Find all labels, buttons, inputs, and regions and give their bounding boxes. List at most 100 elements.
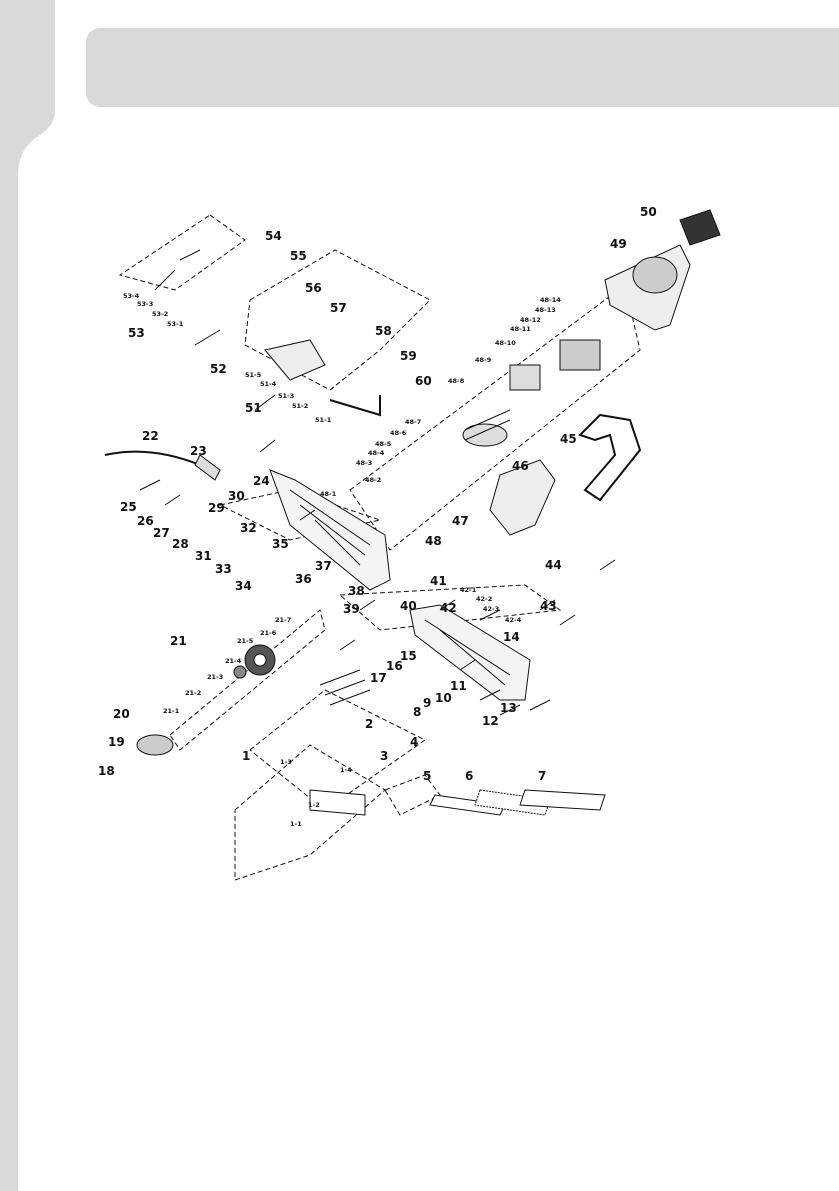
label-39: 39 (343, 602, 360, 616)
label-41: 41 (430, 574, 447, 588)
exploded-parts-diagram: 54 55 56 57 58 59 60 53 52 51 50 49 45 4… (98, 205, 721, 881)
label-55: 55 (290, 249, 307, 263)
label-44: 44 (545, 558, 562, 572)
label-42-4: 42-4 (505, 616, 522, 624)
label-48: 48 (425, 534, 442, 548)
label-3: 3 (380, 749, 388, 763)
label-54: 54 (265, 229, 282, 243)
cover-plate (679, 209, 721, 246)
label-18: 18 (98, 764, 115, 778)
label-51-4: 51-4 (260, 380, 277, 388)
side-tab (0, 0, 55, 1191)
label-11: 11 (450, 679, 467, 693)
label-2: 2 (365, 717, 373, 731)
label-1-3: 1-3 (280, 758, 292, 766)
label-53-4: 53-4 (123, 292, 140, 300)
sprocket-cover (309, 789, 366, 816)
housing-right (409, 604, 531, 701)
label-56: 56 (305, 281, 322, 295)
label-51-5: 51-5 (245, 371, 262, 379)
label-31: 31 (195, 549, 212, 563)
label-29: 29 (208, 501, 225, 515)
label-12: 12 (482, 714, 499, 728)
label-60: 60 (415, 374, 432, 388)
label-48-3: 48-3 (356, 459, 372, 467)
label-26: 26 (137, 514, 154, 528)
label-4: 4 (410, 735, 418, 749)
rear-handle (489, 459, 556, 536)
label-25: 25 (120, 500, 137, 514)
label-48-10: 48-10 (495, 339, 516, 347)
label-51-3: 51-3 (278, 392, 294, 400)
label-48-14: 48-14 (540, 296, 561, 304)
label-51-1: 51-1 (315, 416, 332, 424)
label-42-2: 42-2 (476, 595, 492, 603)
label-42: 42 (440, 601, 457, 615)
label-49: 49 (610, 237, 627, 251)
label-48-9: 48-9 (475, 356, 492, 364)
label-21-1: 21-1 (163, 707, 180, 715)
label-13: 13 (500, 701, 517, 715)
chain-bar-assembly (519, 789, 606, 811)
label-6: 6 (465, 769, 473, 783)
label-53-2: 53-2 (152, 310, 168, 318)
label-48-5: 48-5 (375, 440, 392, 448)
label-57: 57 (330, 301, 347, 315)
label-48-1: 48-1 (320, 490, 337, 498)
label-1-2: 1-2 (308, 801, 320, 809)
header-band (86, 28, 839, 107)
label-48-2: 48-2 (365, 476, 381, 484)
label-16: 16 (386, 659, 403, 673)
label-21-4: 21-4 (225, 657, 242, 665)
label-21-6: 21-6 (260, 629, 277, 637)
label-36: 36 (295, 572, 312, 586)
label-32: 32 (240, 521, 257, 535)
label-1: 1 (242, 749, 250, 763)
label-51-2: 51-2 (292, 402, 308, 410)
label-38: 38 (348, 584, 365, 598)
label-21-5: 21-5 (237, 637, 254, 645)
label-46: 46 (512, 459, 529, 473)
label-27: 27 (153, 526, 170, 540)
label-21-7: 21-7 (275, 616, 291, 624)
label-24: 24 (253, 474, 270, 488)
label-8: 8 (413, 705, 421, 719)
label-5: 5 (423, 769, 431, 783)
label-52: 52 (210, 362, 227, 376)
label-48-6: 48-6 (390, 429, 407, 437)
label-22: 22 (142, 429, 159, 443)
label-7: 7 (538, 769, 546, 783)
label-53: 53 (128, 326, 145, 340)
label-48-12: 48-12 (520, 316, 541, 324)
label-43: 43 (540, 599, 557, 613)
label-58: 58 (375, 324, 392, 338)
label-30: 30 (228, 489, 245, 503)
label-47: 47 (452, 514, 469, 528)
housing-left (269, 469, 391, 591)
label-59: 59 (400, 349, 417, 363)
label-15: 15 (400, 649, 417, 663)
label-1-1: 1-1 (290, 820, 302, 828)
label-40: 40 (400, 599, 417, 613)
label-34: 34 (235, 579, 252, 593)
front-handle (578, 413, 642, 502)
label-21-2: 21-2 (185, 689, 201, 697)
label-45: 45 (560, 432, 577, 446)
label-10: 10 (435, 691, 452, 705)
label-50: 50 (640, 205, 657, 219)
label-23: 23 (190, 444, 207, 458)
label-42-3: 42-3 (483, 605, 499, 613)
label-35: 35 (272, 537, 289, 551)
label-17: 17 (370, 671, 387, 685)
label-1-4: 1-4 (340, 766, 352, 774)
label-48-13: 48-13 (535, 306, 556, 314)
label-21-3: 21-3 (207, 673, 223, 681)
label-37: 37 (315, 559, 332, 573)
label-42-1: 42-1 (460, 586, 477, 594)
label-14: 14 (503, 630, 520, 644)
label-53-1: 53-1 (167, 320, 184, 328)
label-48-8: 48-8 (448, 377, 465, 385)
label-48-4: 48-4 (368, 449, 385, 457)
label-48-11: 48-11 (510, 325, 531, 333)
label-9: 9 (423, 696, 431, 710)
